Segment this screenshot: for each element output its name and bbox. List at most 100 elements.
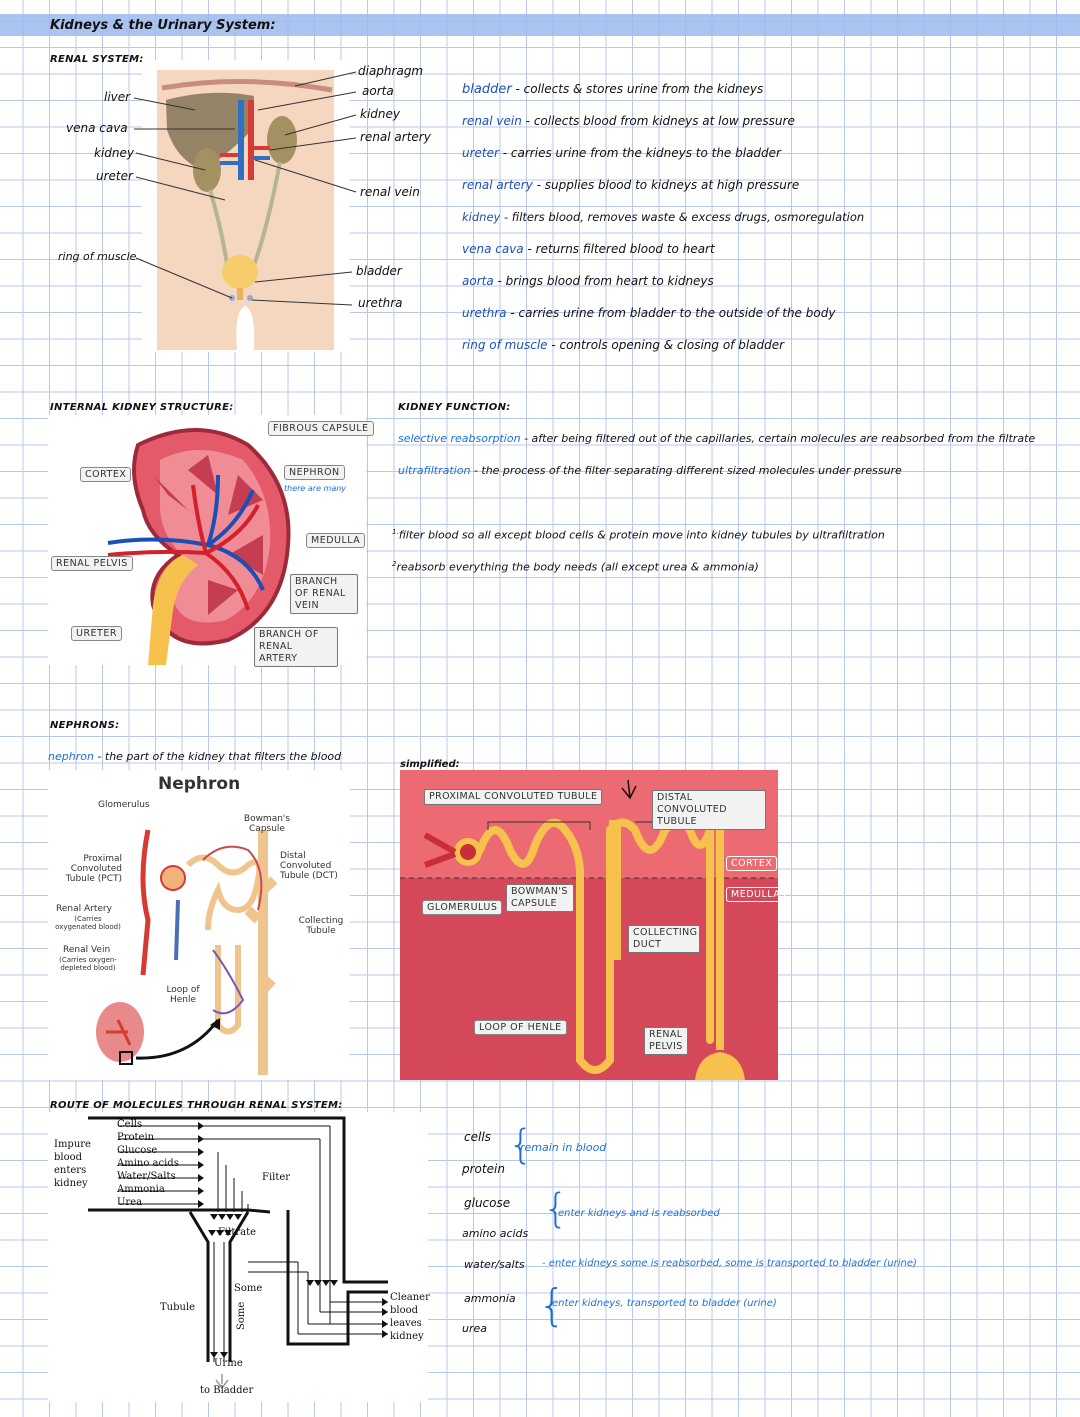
route-filter-label: Filter: [262, 1172, 291, 1183]
renal-system-diagram: [142, 60, 350, 352]
label-renal-artery-sub: (Carries oxygenated blood): [55, 915, 121, 931]
function-step-2: 2reabsorb everything the body needs (all…: [392, 560, 759, 574]
label-glomerulus: Glomerulus: [98, 800, 150, 810]
route-impure-blood: Impure blood enters kidney: [54, 1139, 91, 1189]
label-renal-artery: renal artery: [360, 130, 431, 144]
definition-nephron: nephron - the part of the kidney that fi…: [48, 750, 342, 763]
label-pct: Proximal Convoluted Tubule (PCT): [65, 854, 122, 884]
definition-item: ureter - carries urine from the kidneys …: [462, 146, 781, 160]
route-cleaner-blood: Cleaner blood leaves kidney: [390, 1292, 430, 1342]
route-diagram: [48, 1112, 428, 1402]
tag-fibrous-capsule: FIBROUS CAPSULE: [268, 421, 374, 436]
note-text-water-salts: - enter kidneys some is reabsorbed, some…: [542, 1258, 917, 1269]
label-liver: liver: [104, 90, 131, 104]
simplified-heading: simplified:: [400, 759, 460, 770]
route-heading: ROUTE OF MOLECULES THROUGH RENAL SYSTEM:: [50, 1100, 343, 1111]
route-some-label-2: Some: [236, 1301, 247, 1330]
function-step-1: 1.filter blood so all except blood cells…: [392, 528, 885, 542]
title-highlight: [0, 14, 1080, 36]
definition-item: bladder - collects & stores urine from t…: [462, 82, 764, 97]
label-kidney-left: kidney: [94, 146, 134, 160]
label-bowmans-capsule: Bowman's Capsule: [243, 814, 291, 834]
route-input-item: Water/Salts: [117, 1171, 176, 1182]
brace-icon: {: [538, 1280, 566, 1331]
page-title: Kidneys & the Urinary System:: [50, 18, 276, 33]
note-item-cells: cells: [464, 1130, 491, 1144]
route-tubule-label: Tubule: [160, 1302, 196, 1313]
nephron-diagram: [48, 770, 350, 1080]
note-text-remain: remain in blood: [520, 1141, 607, 1154]
definition-item: renal artery - supplies blood to kidneys…: [462, 178, 800, 192]
tag-simplified-loop: LOOP OF HENLE: [474, 1020, 567, 1035]
tag-ureter: URETER: [71, 626, 122, 641]
route-input-item: Protein: [117, 1132, 155, 1143]
route-input-item: Urea: [117, 1197, 143, 1208]
definition-selective-reabsorption: selective reabsorption - after being fil…: [398, 432, 1036, 445]
note-item-ammonia: ammonia: [464, 1292, 516, 1305]
note-text-transported: enter kidneys, transported to bladder (u…: [552, 1298, 777, 1309]
label-bladder: bladder: [356, 264, 402, 278]
tag-simplified-glomerulus: GLOMERULUS: [422, 900, 503, 915]
label-vena-cava: vena cava: [66, 121, 128, 135]
internal-kidney-diagram: [48, 415, 366, 665]
renal-system-heading: RENAL SYSTEM:: [50, 54, 144, 65]
definition-item: urethra - carries urine from bladder to …: [462, 306, 836, 320]
definition-item: ring of muscle - controls opening & clos…: [462, 338, 785, 352]
note-item-glucose: glucose: [464, 1196, 511, 1210]
tag-nephron: NEPHRON: [284, 465, 345, 480]
note-item-water-salts: water/salts: [464, 1258, 525, 1271]
brace-icon: {: [543, 1186, 569, 1232]
tag-simplified-bowmans: BOWMAN'S CAPSULE: [506, 884, 574, 912]
route-input-item: Amino acids: [117, 1158, 179, 1169]
note-item-protein: protein: [462, 1162, 505, 1176]
tag-renal-pelvis: RENAL PELVIS: [51, 556, 133, 571]
tag-simplified-medulla: MEDULLA: [726, 887, 786, 902]
label-renal-vein-nephron: Renal Vein: [63, 945, 111, 955]
tag-cortex: CORTEX: [80, 467, 132, 482]
note-item-amino-acids: amino acids: [462, 1227, 529, 1240]
definition-ultrafiltration: ultrafiltration - the process of the fil…: [398, 464, 902, 477]
label-urethra: urethra: [358, 296, 403, 310]
tag-simplified-cortex: CORTEX: [726, 856, 778, 871]
route-some-label-1: Some: [234, 1283, 263, 1294]
tag-simplified-collecting-duct: COLLECTING DUCT: [628, 925, 700, 953]
definition-item: vena cava - returns filtered blood to he…: [462, 242, 715, 256]
route-input-item: Cells: [117, 1119, 143, 1130]
nephrons-heading: NEPHRONS:: [50, 720, 120, 731]
definition-item: kidney - filters blood, removes waste & …: [462, 210, 865, 224]
label-renal-vein: renal vein: [360, 185, 420, 199]
note-text-reabsorbed: enter kidneys and is reabsorbed: [558, 1208, 720, 1219]
label-ureter: ureter: [96, 169, 133, 183]
definition-item: renal vein - collects blood from kidneys…: [462, 114, 795, 128]
tag-simplified-pct: PROXIMAL CONVOLUTED TUBULE: [424, 789, 603, 805]
tag-branch-renal-artery: BRANCH OF RENAL ARTERY: [254, 627, 338, 667]
renal-leader-lines: [133, 71, 357, 306]
kidney-function-heading: KIDNEY FUNCTION:: [398, 402, 511, 413]
brace-icon: {: [508, 1122, 534, 1168]
label-loop-of-henle: Loop of Henle: [166, 985, 200, 1005]
route-input-item: Glucose: [117, 1145, 158, 1156]
nephron-diagram-title: Nephron: [158, 774, 241, 794]
definition-item: aorta - brings blood from heart to kidne…: [462, 274, 714, 288]
label-collecting-tubule: Collecting Tubule: [298, 916, 344, 936]
tag-simplified-renal-pelvis: RENAL PELVIS: [644, 1027, 688, 1055]
label-dct: Distal Convoluted Tubule (DCT): [280, 851, 338, 881]
route-filtrate-label: Filtrate: [218, 1227, 257, 1238]
internal-kidney-heading: INTERNAL KIDNEY STRUCTURE:: [50, 402, 234, 413]
route-urine-label: Urine: [214, 1358, 243, 1369]
label-renal-vein-sub: (Carries oxygen-depleted blood): [59, 956, 117, 972]
route-inputs-list: Cells Protein Glucose Amino acids Water/…: [117, 1118, 179, 1209]
tag-simplified-dct: DISTAL CONVOLUTED TUBULE: [652, 790, 766, 830]
label-renal-artery-nephron: Renal Artery: [56, 904, 112, 914]
label-kidney-right: kidney: [360, 107, 400, 121]
label-aorta: aorta: [362, 84, 394, 98]
tag-medulla: MEDULLA: [306, 533, 366, 548]
label-ring-of-muscle: ring of muscle: [58, 250, 137, 263]
tag-branch-renal-vein: BRANCH OF RENAL VEIN: [290, 574, 358, 614]
label-diaphragm: diaphragm: [358, 64, 424, 78]
simplified-nephron-diagram: [400, 770, 778, 1080]
route-input-item: Ammonia: [117, 1184, 165, 1195]
note-there-are-many: there are many: [284, 484, 347, 493]
note-item-urea: urea: [462, 1322, 488, 1335]
route-to-bladder-label: to Bladder: [200, 1385, 254, 1396]
